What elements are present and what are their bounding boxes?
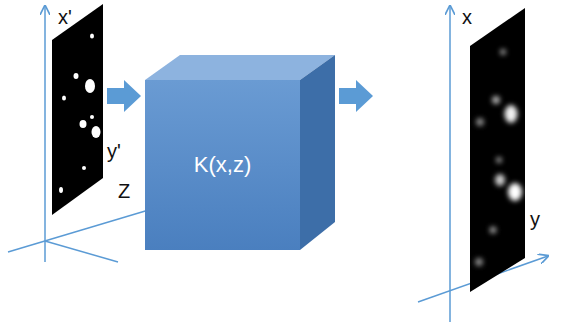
- axis-label: x: [462, 6, 472, 28]
- input-plane: [52, 4, 103, 215]
- axis-label: y': [107, 140, 121, 162]
- axis-label: y: [530, 208, 540, 230]
- axis-label: Z: [118, 180, 130, 202]
- block-arrow: [339, 80, 373, 112]
- output-plane: [470, 8, 525, 292]
- kernel-box: K(x,z): [145, 80, 300, 250]
- kernel-cube: [145, 55, 335, 250]
- axis-label: x': [58, 6, 72, 28]
- kernel-label: K(x,z): [194, 153, 251, 177]
- output-axes: [418, 6, 548, 322]
- block-arrow: [107, 80, 141, 112]
